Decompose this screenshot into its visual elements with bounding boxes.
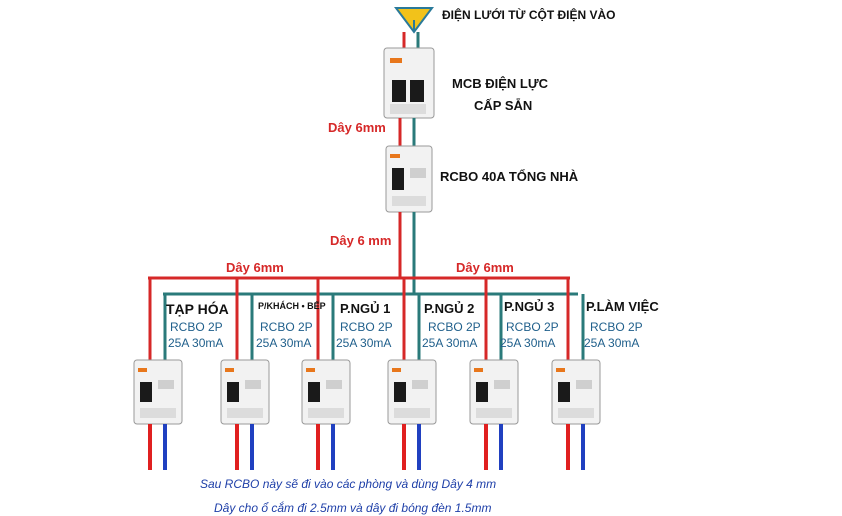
note-line-1: Sau RCBO này sẽ đi vào các phòng và dùng… — [200, 477, 497, 491]
brand-mark — [556, 368, 565, 372]
power-source-symbol — [394, 7, 434, 34]
breaker-toggle — [394, 382, 406, 402]
breaker-toggle — [140, 382, 152, 402]
branch-room-label: TẠP HÓA — [166, 301, 229, 317]
main-mcb-label-line1: MCB ĐIỆN LỰC — [452, 76, 549, 91]
branch-rcbo-3 — [301, 278, 351, 470]
branch-spec-line2: 25A 30mA — [256, 336, 312, 350]
branch-spec-line1: RCBO 2P — [428, 320, 481, 334]
branch-room-label: P/KHÁCH • BẾP — [258, 301, 326, 311]
branch-room-label: P.NGỦ 3 — [504, 299, 555, 314]
branch-spec-line2: 25A 30mA — [584, 336, 640, 350]
wire-label-rcbo-down: Dây 6 mm — [330, 233, 392, 248]
branch-spec-line2: 25A 30mA — [336, 336, 392, 350]
branch-room-label: P.NGỦ 2 — [424, 301, 475, 316]
test-button — [576, 380, 592, 389]
wire-label-mcb-to-rcbo: Dây 6mm — [328, 120, 386, 135]
branch-spec-line2: 25A 30mA — [168, 336, 224, 350]
wire-label-bus-right: Dây 6mm — [456, 260, 514, 275]
brand-mark — [225, 368, 234, 372]
note-line-2: Dây cho ổ cắm đi 2.5mm và dây đi bóng đè… — [214, 501, 492, 515]
terminal-block — [140, 408, 176, 418]
terminal-block — [227, 408, 263, 418]
source-label: ĐIỆN LƯỚI TỪ CỘT ĐIỆN VÀO — [442, 8, 616, 22]
brand-mark — [138, 368, 147, 372]
branch-spec-line2: 25A 30mA — [500, 336, 556, 350]
test-button — [326, 380, 342, 389]
branch-spec-line2: 25A 30mA — [422, 336, 478, 350]
breaker-toggle — [558, 382, 570, 402]
branch-spec-line1: RCBO 2P — [260, 320, 313, 334]
test-button — [245, 380, 261, 389]
terminal-block — [394, 408, 430, 418]
main-mcb-breaker — [383, 47, 435, 119]
terminal-block — [476, 408, 512, 418]
test-button — [494, 380, 510, 389]
breaker-toggle — [476, 382, 488, 402]
terminal-block — [308, 408, 344, 418]
branch-rcbo-5 — [469, 278, 519, 470]
main-rcbo-breaker — [385, 145, 433, 213]
main-rcbo-label: RCBO 40A TỔNG NHÀ — [440, 169, 579, 184]
branch-room-label: P.LÀM VIỆC — [586, 299, 659, 314]
brand-mark — [474, 368, 483, 372]
terminal-block — [558, 408, 594, 418]
branch-rcbo-1 — [133, 278, 183, 470]
brand-mark — [306, 368, 315, 372]
branch-rcbo-6 — [551, 278, 601, 470]
main-mcb-label-line2: CẤP SẴN — [474, 98, 533, 113]
branch-room-label: P.NGỦ 1 — [340, 301, 391, 316]
breaker-toggle — [308, 382, 320, 402]
test-button — [158, 380, 174, 389]
branch-rcbo-2 — [220, 278, 270, 470]
branch-spec-line1: RCBO 2P — [506, 320, 559, 334]
branch-spec-line1: RCBO 2P — [340, 320, 393, 334]
test-button — [412, 380, 428, 389]
branch-rcbo-4 — [387, 278, 437, 470]
wire-label-bus-left: Dây 6mm — [226, 260, 284, 275]
breaker-toggle — [227, 382, 239, 402]
brand-mark — [392, 368, 401, 372]
branch-spec-line1: RCBO 2P — [590, 320, 643, 334]
branch-spec-line1: RCBO 2P — [170, 320, 223, 334]
